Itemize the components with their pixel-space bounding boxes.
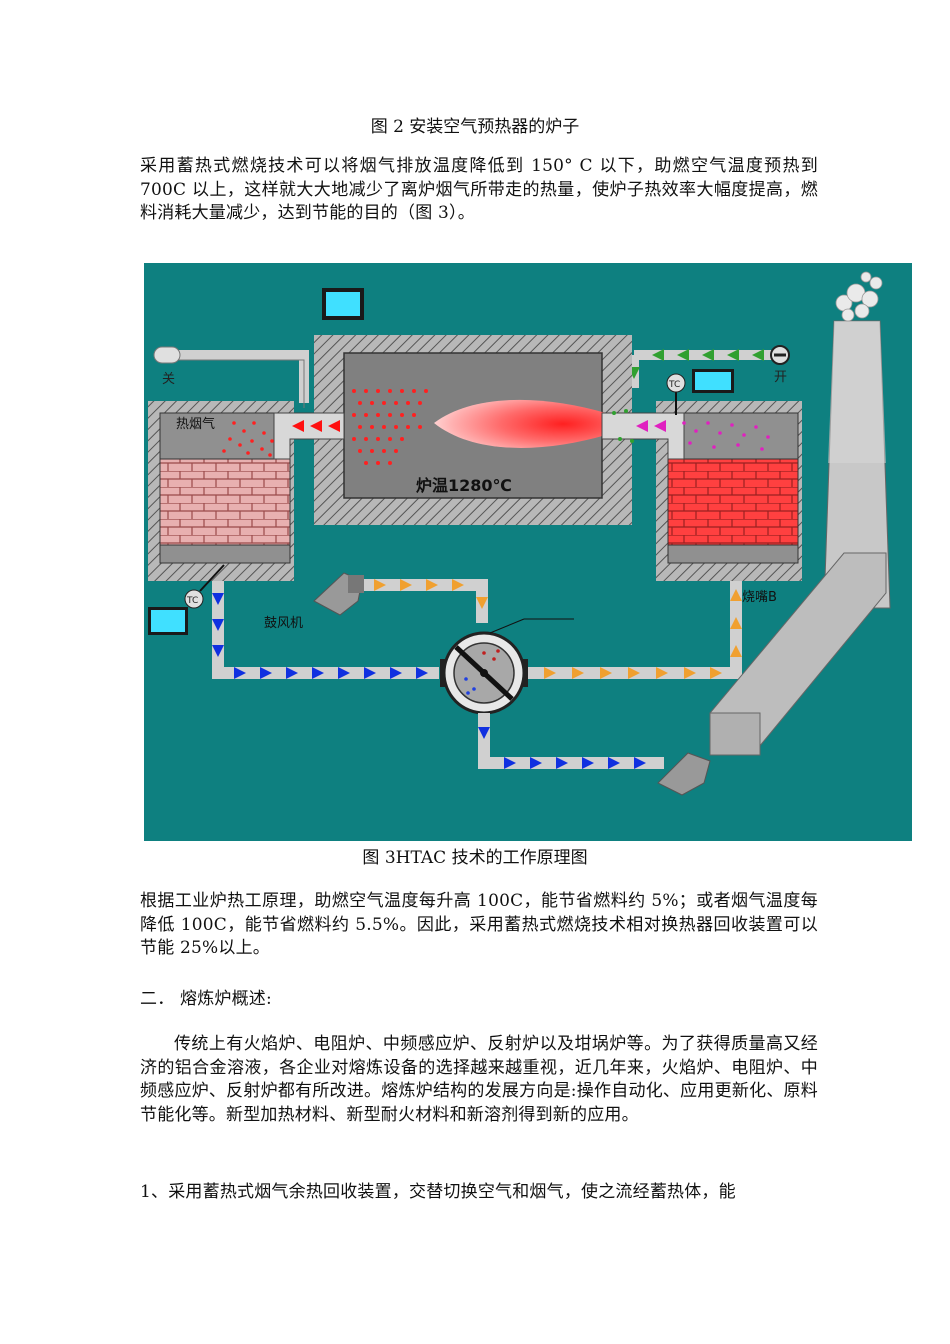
chimney bbox=[709, 320, 891, 756]
burner-b-label: 烧嘴B bbox=[742, 590, 777, 605]
magenta-air-arrows bbox=[636, 420, 666, 432]
paragraph-1: 采用蓄热式燃烧技术可以将烟气排放温度降低到 150° C 以下，助燃空气温度预热… bbox=[140, 156, 818, 223]
green-air-arrows bbox=[628, 349, 764, 379]
furnace-temperature-label: 炉温1280℃ bbox=[416, 476, 512, 495]
left-hot-flue-dots bbox=[222, 421, 274, 457]
blower-label: 鼓风机 bbox=[264, 616, 303, 631]
left-regenerator-bricks bbox=[159, 458, 291, 546]
figure-3-caption: 图 3HTAC 技术的工作原理图 bbox=[362, 848, 588, 868]
right-regenerator-bricks bbox=[667, 458, 799, 546]
tc-right-label: TC bbox=[668, 380, 680, 390]
label-close: 关 bbox=[162, 372, 175, 387]
tc-right-icon: TC bbox=[666, 373, 686, 393]
paragraph-2: 根据工业炉热工原理，助燃空气温度每升高 100C，能节省燃料约 5%；或者烟气温… bbox=[140, 891, 818, 958]
green-preheat-dots bbox=[612, 409, 634, 443]
section-2-heading: 二． 熔炼炉概述: bbox=[140, 989, 272, 1009]
blower-icon bbox=[313, 572, 364, 616]
exhaust-arrows bbox=[478, 727, 646, 769]
smoke-icon bbox=[835, 271, 883, 322]
htac-principle-diagram: 关 开 炉温1280℃ 热烟气 bbox=[144, 263, 912, 841]
tc-left-icon: TC bbox=[184, 589, 204, 609]
furnace-hot-gas-dots bbox=[352, 389, 428, 465]
paragraph-3: 传统上有火焰炉、电阻炉、中频感应炉、反射炉以及坩埚炉等。为了获得质量高又经济的铝… bbox=[140, 1034, 818, 1125]
label-open: 开 bbox=[774, 370, 787, 385]
blue-air-arrows bbox=[212, 593, 428, 679]
close-valve-icon bbox=[153, 346, 181, 364]
flame bbox=[434, 399, 606, 448]
exhaust-fan-icon bbox=[657, 752, 711, 796]
orange-air-arrows bbox=[374, 579, 742, 679]
paragraph-4: 1、采用蓄热式烟气余热回收装置，交替切换空气和烟气，使之流经蓄热体，能 bbox=[140, 1182, 736, 1202]
top-monitor-icon bbox=[322, 288, 364, 320]
hot-flue-label: 热烟气 bbox=[176, 416, 215, 432]
tc-left-label: TC bbox=[186, 596, 198, 606]
red-flue-arrows bbox=[292, 420, 340, 432]
open-valve-icon bbox=[770, 345, 790, 365]
right-monitor-icon bbox=[692, 369, 734, 393]
right-preheat-dots bbox=[682, 421, 770, 451]
left-monitor-icon bbox=[148, 607, 188, 635]
figure-2-caption: 图 2 安装空气预热器的炉子 bbox=[370, 117, 580, 137]
